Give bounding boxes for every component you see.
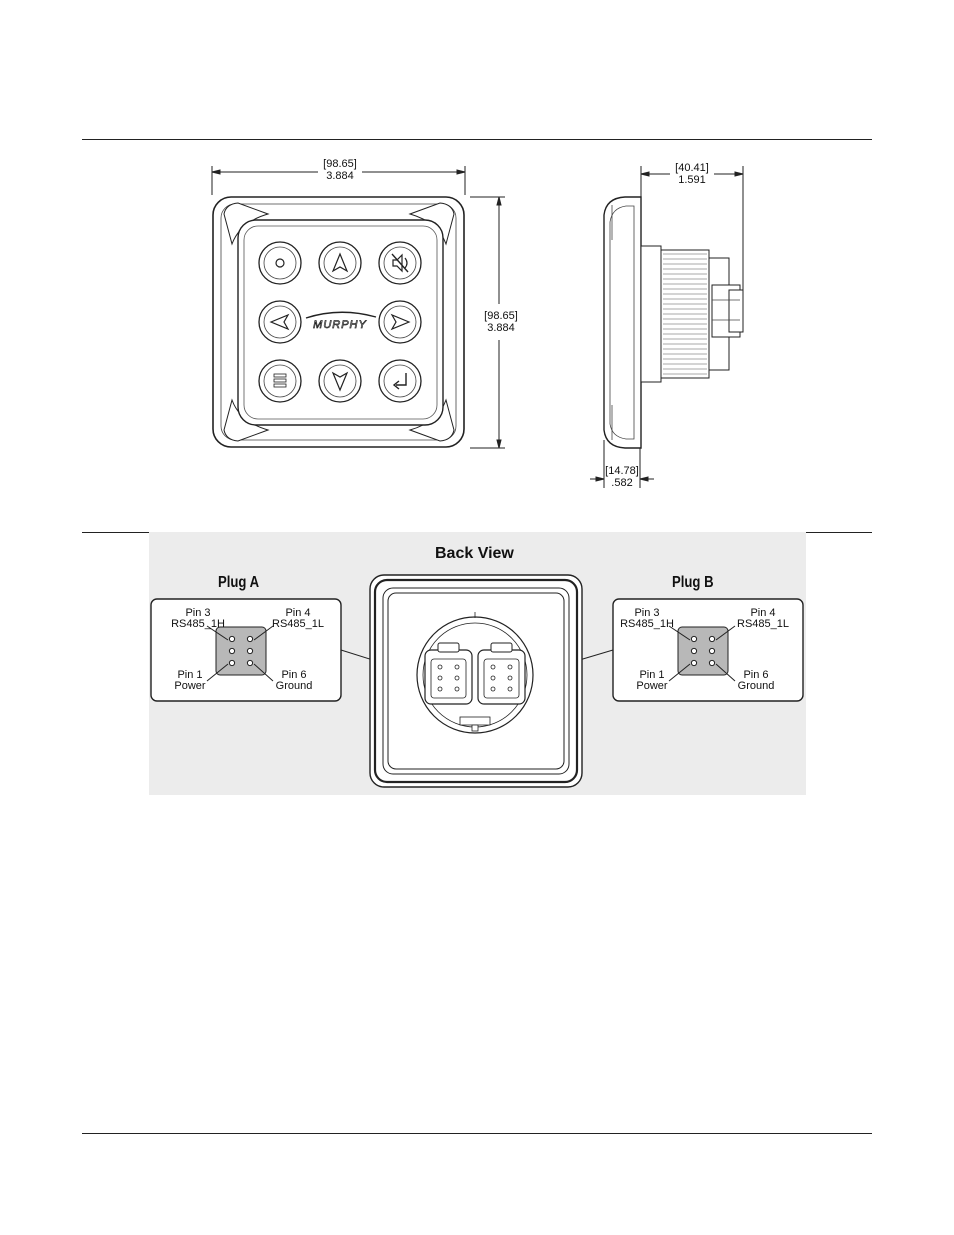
bezel-dim-label: [14.78] .582 xyxy=(600,465,644,489)
plug-b-pin1-signal: Power xyxy=(636,680,668,692)
plug-b-pin1-label: Pin 1 Power xyxy=(622,670,682,692)
circle-button-icon xyxy=(258,241,302,285)
depth-dim-in: 1.591 xyxy=(678,174,706,186)
mute-button-icon xyxy=(378,241,422,285)
menu-button-icon xyxy=(258,359,302,403)
top-rule xyxy=(82,139,872,140)
depth-dim-mm: [40.41] xyxy=(675,162,709,174)
width-dim-mm: [98.65] xyxy=(323,158,357,170)
plug-a-pin4-name: Pin 4 xyxy=(285,607,311,619)
plug-b-pin6-label: Pin 6 Ground xyxy=(726,670,786,692)
plug-b-pin4-name: Pin 4 xyxy=(750,607,776,619)
front-view-drawing xyxy=(211,166,744,488)
back-view-drawing xyxy=(150,574,804,788)
plug-a-title: Plug A xyxy=(218,574,260,591)
plug-a-pin3-signal: RS485_1H xyxy=(171,618,225,630)
bottom-rule xyxy=(82,1133,872,1134)
plug-b-pin1-name: Pin 1 xyxy=(639,669,665,681)
plug-a-pin3-name: Pin 3 xyxy=(185,607,211,619)
plug-b-pin6-signal: Ground xyxy=(737,680,775,692)
left-arrow-button-icon xyxy=(258,300,302,344)
enter-button-icon xyxy=(378,359,422,403)
plug-b-pin6-name: Pin 6 xyxy=(743,669,769,681)
height-dim-in: 3.884 xyxy=(487,322,515,334)
plug-b-pin3-label: Pin 3 RS485_1H xyxy=(607,608,687,630)
plug-a-pin3-label: Pin 3 RS485_1H xyxy=(158,608,238,630)
plug-b-title: Plug B xyxy=(672,574,714,591)
murphy-logo: MURPHY xyxy=(300,309,380,333)
height-dim-mm: [98.65] xyxy=(484,310,518,322)
plug-a-pin6-name: Pin 6 xyxy=(281,669,307,681)
plug-b-pin3-name: Pin 3 xyxy=(634,607,660,619)
plug-a-pin1-name: Pin 1 xyxy=(177,669,203,681)
depth-dim-label: [40.41] 1.591 xyxy=(665,162,719,186)
section-rule-left xyxy=(82,532,149,533)
section-rule-right xyxy=(806,532,872,533)
plug-b-pin4-label: Pin 4 RS485_1L xyxy=(723,608,803,630)
back-view-title: Back View xyxy=(435,545,514,562)
plug-a-pin1-label: Pin 1 Power xyxy=(160,670,220,692)
height-dim-label: [98.65] 3.884 xyxy=(474,310,528,334)
plug-a-pin4-label: Pin 4 RS485_1L xyxy=(258,608,338,630)
width-dim-label: [98.65] 3.884 xyxy=(313,158,367,182)
plug-b-pin3-signal: RS485_1H xyxy=(620,618,674,630)
right-arrow-button-icon xyxy=(378,300,422,344)
bezel-dim-in: .582 xyxy=(611,477,633,489)
plug-b-pin4-signal: RS485_1L xyxy=(737,618,789,630)
down-arrow-button-icon xyxy=(318,359,362,403)
plug-a-pin6-label: Pin 6 Ground xyxy=(264,670,324,692)
up-arrow-button-icon xyxy=(318,241,362,285)
plug-a-pin4-signal: RS485_1L xyxy=(272,618,324,630)
logo-text: MURPHY xyxy=(313,319,367,331)
bezel-dim-mm: [14.78] xyxy=(605,465,639,477)
plug-a-pin1-signal: Power xyxy=(174,680,206,692)
plug-a-pin6-signal: Ground xyxy=(275,680,313,692)
width-dim-in: 3.884 xyxy=(326,170,354,182)
